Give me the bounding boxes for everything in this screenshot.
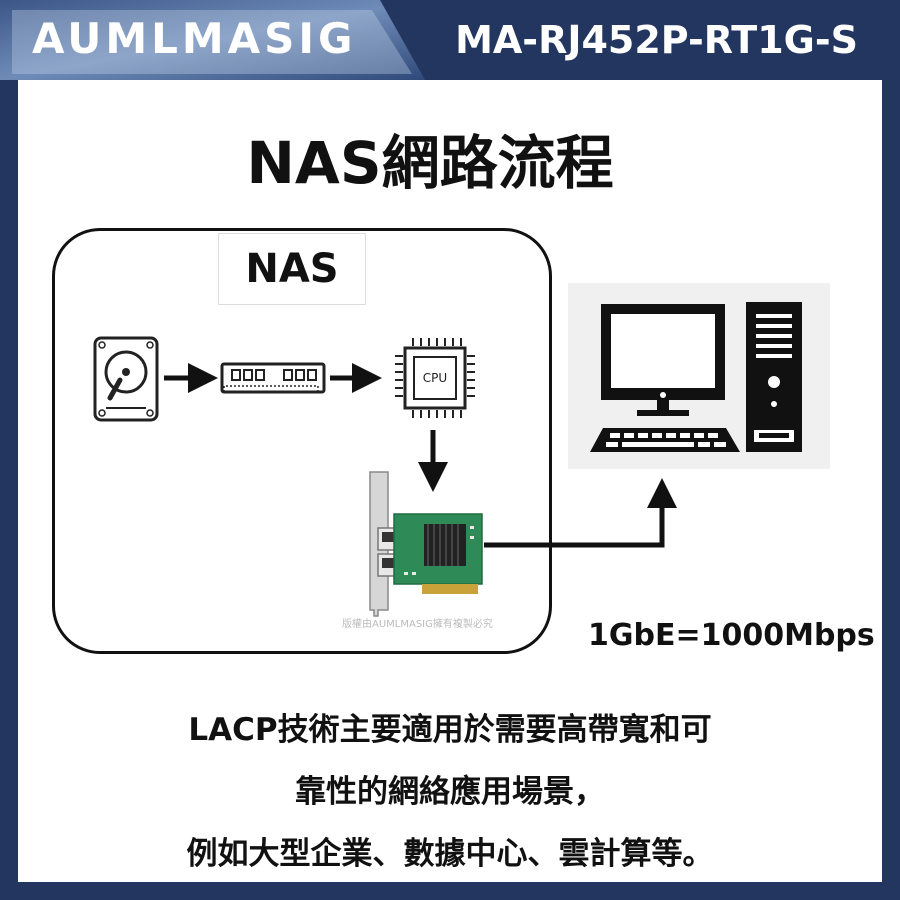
speed-label: 1GbE=1000Mbps (588, 618, 875, 653)
flow-diagram: CPU (18, 80, 882, 882)
description-line-3: 例如大型企業、數據中心、雲計算等。 (18, 828, 882, 873)
description-line-1: LACP技術主要適用於需要高帶寬和可 (18, 704, 882, 749)
header-bar: AUMLMASIG MA-RJ452P-RT1G-S (0, 0, 900, 80)
network-card-icon (370, 472, 482, 616)
brand-logo-text: AUMLMASIG (32, 14, 357, 63)
model-number: MA-RJ452P-RT1G-S (455, 18, 858, 62)
content-panel: NAS網路流程 NAS (18, 80, 882, 882)
watermark: 版權由AUMLMASIG擁有複製必究 (342, 615, 493, 630)
hard-drive-icon (95, 338, 157, 420)
ram-module-icon (222, 364, 324, 392)
cpu-chip-icon: CPU (395, 338, 475, 418)
description-line-2: 靠性的網絡應用場景， (18, 766, 882, 811)
cpu-label: CPU (423, 371, 447, 385)
desktop-computer-icon (590, 302, 802, 452)
